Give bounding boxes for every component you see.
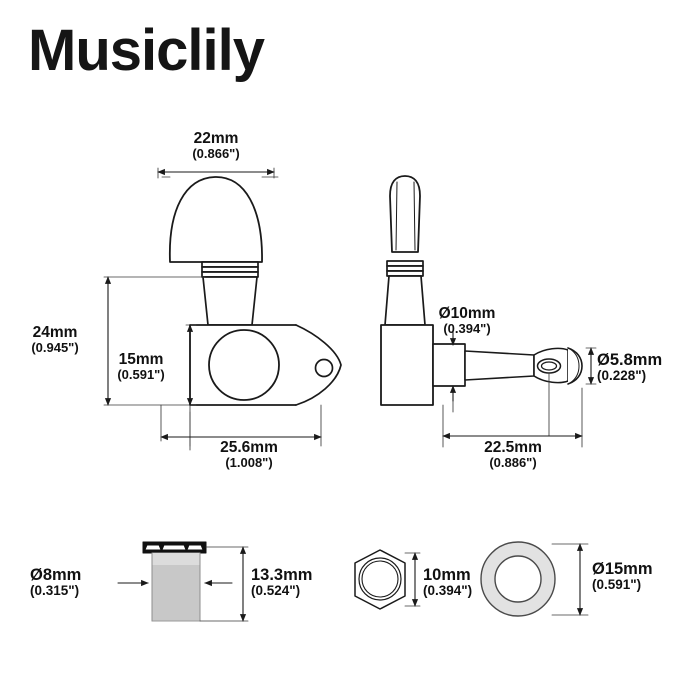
post-base-collar: [432, 343, 466, 387]
tuner-housing-side: [380, 324, 434, 406]
housing-gear-circle: [208, 329, 280, 401]
bushing-view-extension-lines: [199, 546, 249, 622]
washer-view: [480, 541, 556, 617]
side-view-extension-lines: [442, 330, 597, 448]
washer-inner-hole: [494, 555, 542, 603]
hex-nut-bore-inner: [361, 560, 399, 598]
bushing-view-dimension-lines: [117, 546, 247, 622]
side-view: [380, 175, 583, 406]
string-hole-inner: [540, 361, 558, 371]
side-view-dimension-lines: [442, 329, 595, 440]
bushing-flange-notches: [144, 544, 204, 551]
tuner-stem-front: [202, 276, 258, 326]
dim-label-housing-width: 25.6mm (1.008"): [220, 439, 278, 471]
hex-nut-view: [354, 549, 406, 610]
string-post-shaft: [464, 350, 535, 381]
front-view: [169, 176, 342, 406]
dim-label-bushing-bore: Ø8mm (0.315"): [30, 566, 82, 599]
tab-screw-hole: [314, 358, 334, 378]
post-tip-cap-seam: [569, 348, 580, 384]
dim-label-total-height: 24mm (0.945"): [31, 324, 79, 356]
dim-label-tip-diameter: Ø5.8mm (0.228"): [597, 351, 663, 384]
tuner-button-side: [389, 175, 421, 253]
washer-extension-lines: [551, 543, 589, 616]
dim-label-post-length: 22.5mm (0.886"): [484, 439, 542, 471]
button-side-highlight-2: [413, 181, 416, 251]
post-tip-cap: [567, 347, 583, 385]
brand-logo: Musiclily: [28, 18, 265, 83]
bushing-bore-shade: [152, 553, 200, 565]
tuner-button-front: [169, 176, 263, 263]
button-side-highlight: [395, 181, 398, 251]
dim-label-bushing-height: 13.3mm (0.524"): [251, 566, 313, 599]
dim-label-washer-od: Ø15mm (0.591"): [592, 560, 653, 593]
hex-nut-extension-lines: [404, 552, 421, 607]
dim-label-housing-height: 15mm (0.591"): [117, 351, 165, 383]
dim-label-button-width: 22mm (0.866"): [192, 130, 240, 162]
dim-label-nut-size: 10mm (0.394"): [423, 566, 473, 599]
front-view-dimension-lines: [104, 168, 322, 441]
bushing-view: [142, 541, 207, 622]
dim-label-post-diameter: Ø10mm (0.394"): [438, 305, 496, 337]
